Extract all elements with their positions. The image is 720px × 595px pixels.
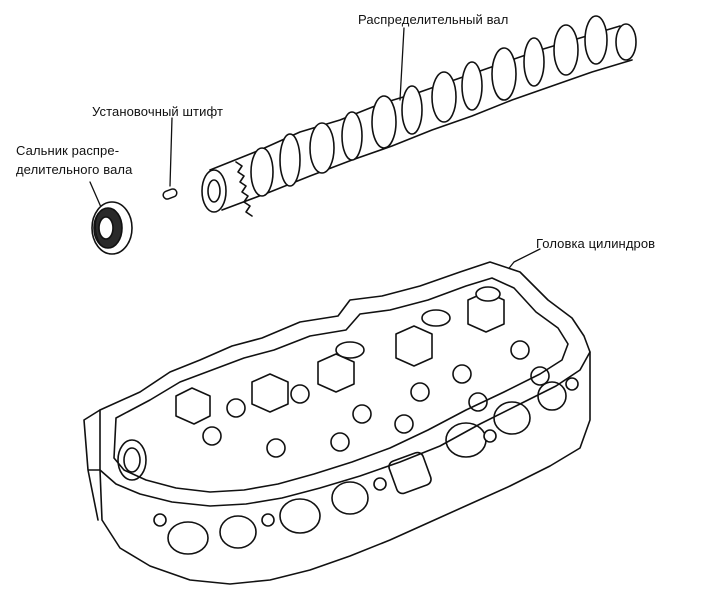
bolt-boss — [483, 429, 497, 443]
camshaft-body-bottom — [221, 59, 633, 211]
valve-spring — [352, 404, 372, 424]
camshaft-nose-inner — [207, 179, 221, 203]
cam-lobe — [401, 85, 423, 135]
valve-spring — [452, 364, 472, 384]
seal-inner — [98, 216, 114, 240]
valve-spring — [510, 340, 530, 360]
valve-spring — [530, 366, 550, 386]
valve-spring — [226, 398, 246, 418]
cam-lobe — [491, 47, 517, 101]
bearing-cap-hole — [421, 309, 451, 327]
valve-spring — [202, 426, 222, 446]
cam-lobe — [341, 111, 363, 161]
valve-spring — [290, 384, 310, 404]
cam-lobe — [371, 95, 397, 149]
head-inner-rail — [113, 277, 569, 493]
port-opening — [219, 515, 257, 549]
cam-lobe — [309, 122, 335, 174]
camshaft-gear-teeth — [235, 161, 253, 217]
valve-spring — [266, 438, 286, 458]
cam-lobe — [553, 24, 579, 76]
valve-spring — [330, 432, 350, 452]
bearing-cap-hole — [475, 286, 501, 302]
cam-lobe — [431, 71, 457, 123]
bearing-tower — [251, 373, 289, 413]
valve-spring — [468, 392, 488, 412]
valve-spring — [410, 382, 430, 402]
label-camshaft-seal-line1: Сальник распре- — [16, 143, 120, 158]
port-opening — [537, 381, 567, 411]
bolt-boss — [565, 377, 579, 391]
bearing-tower — [317, 353, 355, 393]
cam-lobe — [523, 37, 545, 87]
cam-lobe — [461, 61, 483, 111]
port-opening — [331, 481, 369, 515]
seal-lip — [94, 213, 101, 245]
port-opening — [167, 521, 209, 555]
head-front-face — [99, 351, 591, 585]
port-opening — [279, 498, 321, 534]
bearing-cap-hole — [335, 341, 365, 359]
camshaft-seal — [91, 201, 133, 255]
bearing-tower — [395, 325, 433, 367]
label-cylinder-head: Головка цилиндров — [536, 236, 656, 251]
port-flange — [388, 451, 432, 495]
cylinder-head — [83, 261, 591, 585]
camshaft-nose — [201, 169, 227, 213]
label-camshaft: Распределительный вал — [358, 12, 509, 27]
port-opening — [493, 401, 531, 435]
valve-springs — [202, 340, 550, 458]
head-bolts — [153, 377, 579, 527]
head-seal-bore — [117, 439, 147, 481]
camshaft-rear-journal — [615, 23, 637, 61]
bearing-tower — [175, 387, 211, 425]
bolt-boss — [261, 513, 275, 527]
cam-lobe — [279, 133, 301, 187]
bearing-towers — [175, 286, 505, 425]
label-camshaft-seal-line2: делительного вала — [16, 162, 133, 177]
locating-pin — [162, 188, 178, 200]
bolt-boss — [373, 477, 387, 491]
leader-locating-pin — [169, 117, 173, 187]
camshaft — [201, 15, 637, 217]
cam-lobe — [250, 147, 274, 197]
locating-pin-body — [162, 188, 178, 200]
head-left-face — [83, 409, 101, 521]
leader-camshaft — [399, 27, 405, 101]
head-seal-bore-inner — [123, 447, 141, 473]
bolt-boss — [153, 513, 167, 527]
label-locating-pin: Установочный штифт — [92, 104, 224, 119]
camshaft-lobes — [250, 15, 637, 197]
valve-spring — [394, 414, 414, 434]
cam-lobe — [584, 15, 608, 65]
